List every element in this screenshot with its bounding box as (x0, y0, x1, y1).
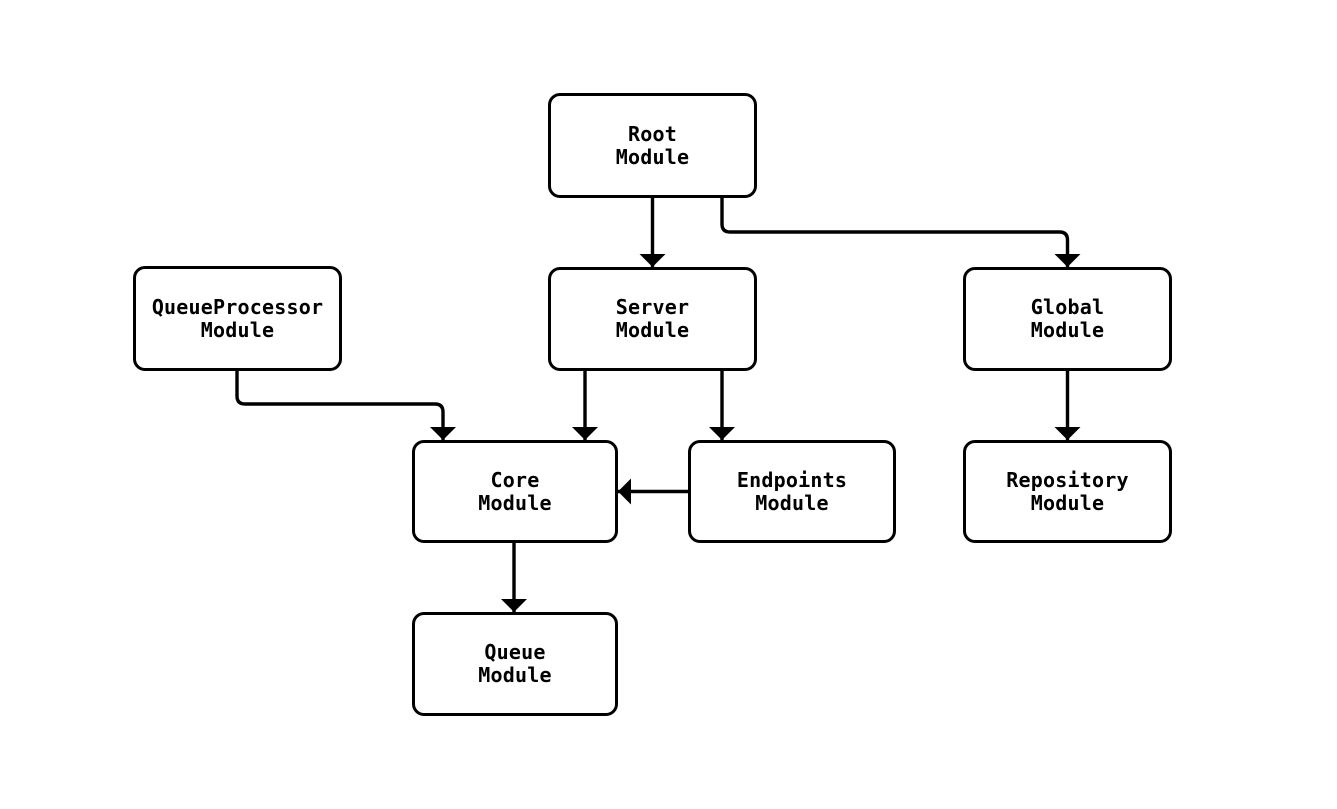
node-label-endpoints: Endpoints Module (736, 467, 848, 515)
node-label-repository: Repository Module (1006, 467, 1129, 515)
node-queue-module: Queue Module (412, 612, 618, 716)
node-repository-module: Repository Module (963, 440, 1172, 543)
node-label-root: Root Module (615, 121, 690, 169)
node-label-core: Core Module (478, 467, 552, 515)
node-global-module: Global Module (963, 267, 1172, 371)
edge-queueprocessor-core (235, 371, 456, 440)
node-label-queueprocessor: QueueProcessor Module (151, 294, 324, 342)
node-label-global: Global Module (1030, 295, 1105, 342)
node-queueprocessor-module: QueueProcessor Module (133, 266, 342, 371)
node-endpoints-module: Endpoints Module (688, 440, 896, 543)
node-label-server: Server Module (615, 295, 690, 342)
node-label-queue: Queue Module (478, 640, 552, 687)
node-server-module: Server Module (548, 267, 757, 371)
node-root-module: Root Module (548, 93, 757, 198)
edge-root-global (720, 198, 1081, 267)
node-core-module: Core Module (412, 440, 618, 543)
